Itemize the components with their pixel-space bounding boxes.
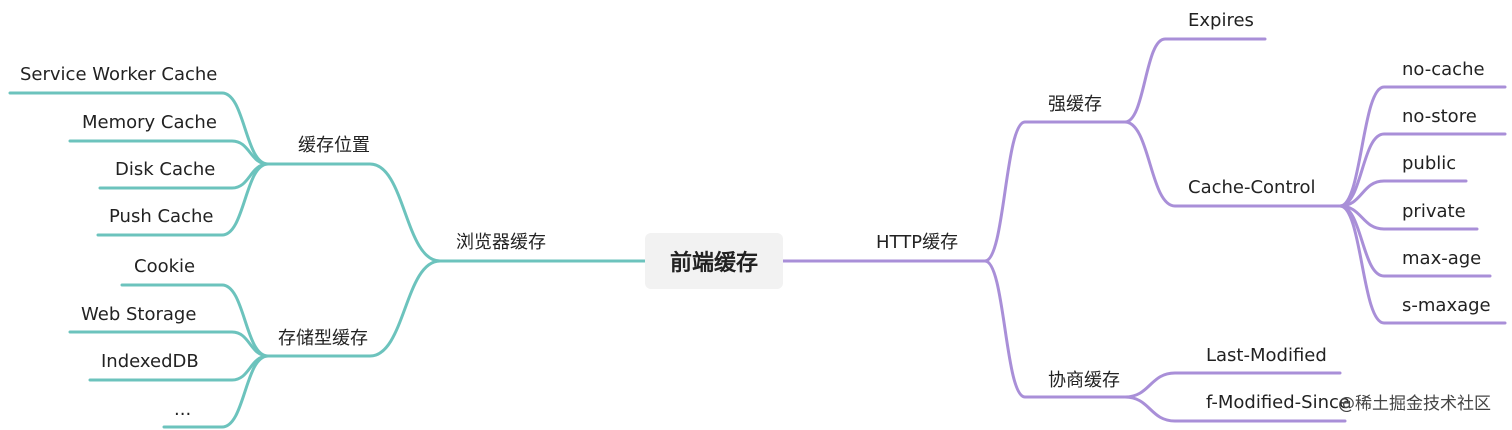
- node-cache-location[interactable]: 缓存位置: [298, 135, 370, 156]
- edge-negotiated-ifmodified: [1123, 395, 1347, 423]
- node-last-modified[interactable]: Last-Modified: [1206, 345, 1327, 366]
- edge-strong-expires: [1123, 37, 1267, 124]
- node-no-cache[interactable]: no-cache: [1402, 59, 1485, 80]
- node-cache-control[interactable]: Cache-Control: [1188, 177, 1316, 198]
- node-browser-cache[interactable]: 浏览器缓存: [456, 232, 546, 253]
- node-storage-cache[interactable]: 存储型缓存: [278, 328, 368, 349]
- watermark-text: @稀土掘金技术社区: [1338, 394, 1491, 414]
- node-if-modified-since[interactable]: f-Modified-Since: [1206, 392, 1350, 413]
- root-node[interactable]: 前端缓存: [645, 233, 783, 289]
- node-memory-cache[interactable]: Memory Cache: [82, 112, 217, 133]
- edge-http-strong: [983, 120, 1127, 263]
- edge-cc-nostore: [1338, 132, 1507, 208]
- edge-cc-nocache: [1338, 85, 1507, 208]
- node-disk-cache[interactable]: Disk Cache: [115, 159, 216, 180]
- node-cookie[interactable]: Cookie: [134, 256, 196, 277]
- node-push-cache[interactable]: Push Cache: [109, 206, 214, 227]
- edge-negotiated-lastmodified: [1123, 371, 1342, 399]
- edge-cachelocation-push: [96, 162, 270, 237]
- node-private[interactable]: private: [1402, 201, 1466, 222]
- node-no-store[interactable]: no-store: [1402, 106, 1477, 127]
- edge-cc-smaxage: [1338, 204, 1507, 325]
- edge-browser-cachelocation: [266, 162, 442, 263]
- node-indexeddb[interactable]: IndexedDB: [101, 351, 199, 372]
- edge-cc-public: [1338, 179, 1468, 208]
- node-negotiated-cache[interactable]: 协商缓存: [1048, 370, 1120, 391]
- node-public[interactable]: public: [1402, 153, 1457, 174]
- node-service-worker-cache[interactable]: Service Worker Cache: [20, 64, 218, 85]
- node-expires[interactable]: Expires: [1188, 10, 1254, 31]
- edge-storage-more: [162, 354, 270, 429]
- edge-storage-webstorage: [68, 330, 270, 358]
- edge-browser-storage: [266, 259, 442, 358]
- node-more[interactable]: ...: [174, 399, 192, 420]
- node-http-cache[interactable]: HTTP缓存: [876, 232, 959, 253]
- node-max-age[interactable]: max-age: [1402, 248, 1482, 269]
- edge-http-negotiated: [983, 259, 1127, 399]
- node-s-maxage[interactable]: s-maxage: [1402, 295, 1491, 316]
- node-web-storage[interactable]: Web Storage: [81, 304, 197, 325]
- node-strong-cache[interactable]: 强缓存: [1048, 94, 1102, 115]
- edge-strong-cachecontrol: [1123, 120, 1342, 208]
